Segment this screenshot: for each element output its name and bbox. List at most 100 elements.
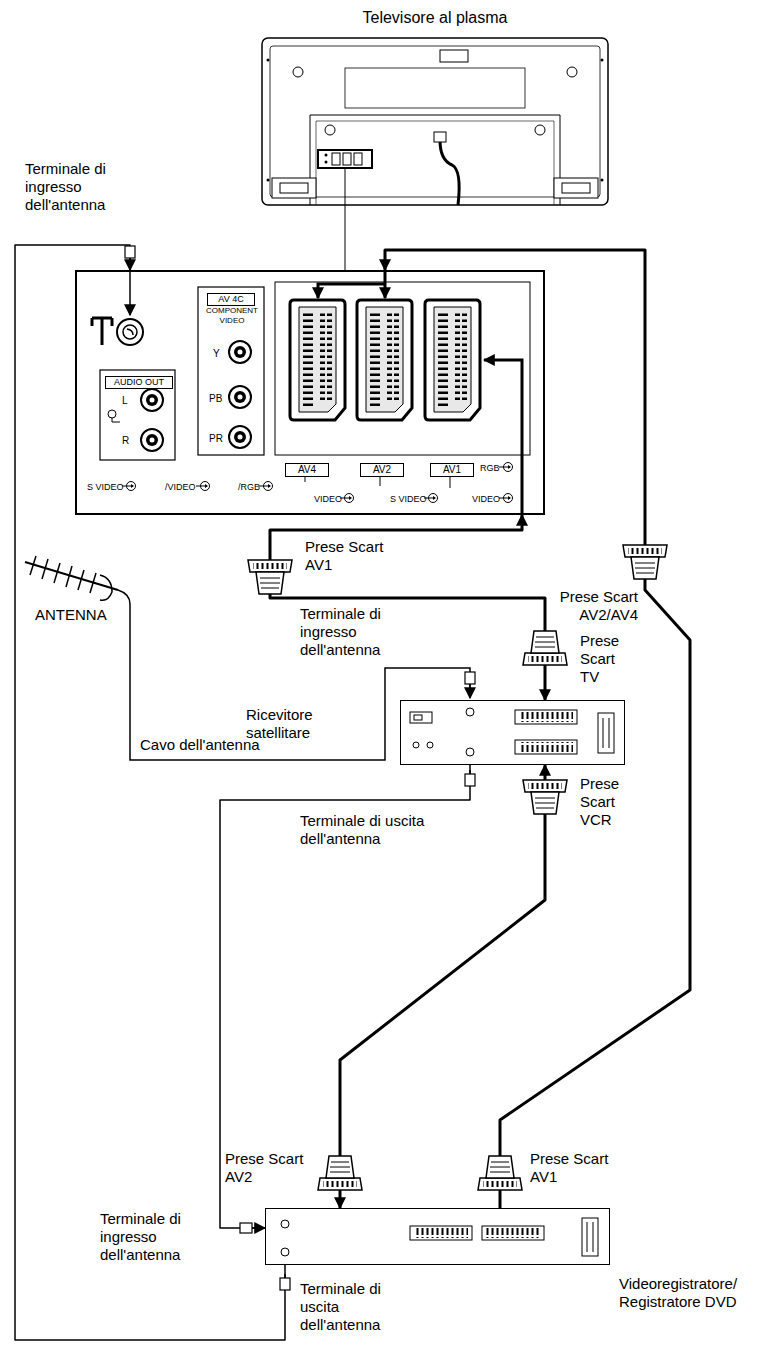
- drawing-part: [318, 150, 372, 168]
- terminal-label: R: [122, 435, 129, 447]
- drawing-part: [466, 748, 474, 756]
- drawing-part: [270, 46, 600, 197]
- callout-label: ANTENNA: [35, 606, 107, 624]
- drawing-part: [262, 38, 608, 205]
- drawing-part: [125, 246, 135, 262]
- drawing-part: [229, 341, 251, 363]
- terminal-label: /VIDEO: [165, 482, 196, 493]
- satellite-receiver-drawing: [400, 700, 625, 765]
- drawing-part: [345, 168, 346, 270]
- drawing-part: [427, 742, 433, 748]
- terminal-panel-detail: [92, 272, 530, 515]
- drawing-part: [484, 360, 522, 515]
- drawing-part: [122, 482, 136, 491]
- drawing-part: [198, 287, 264, 455]
- drawing-part: [248, 560, 292, 594]
- drawing-part: [280, 1274, 290, 1290]
- terminal-label: RGB: [480, 463, 500, 474]
- drawing-part: [465, 770, 475, 786]
- drawing-part: [601, 179, 604, 182]
- drawing-part: [354, 153, 362, 165]
- callout-label: Terminale di ingresso dell'antenna: [100, 1210, 200, 1264]
- drawing-part: [127, 329, 133, 335]
- scart-cable: [270, 515, 545, 700]
- drawing-part: [123, 325, 137, 339]
- drawing-part: [434, 132, 446, 142]
- drawing-part: [129, 272, 131, 315]
- drawing-part: [290, 300, 345, 420]
- terminal-label: PB: [209, 393, 222, 405]
- drawing-part: [196, 482, 210, 491]
- drawing-part: [623, 545, 667, 579]
- callout-label: Terminale di uscita dell'antenna: [300, 1280, 385, 1334]
- drawing-part: [499, 463, 513, 472]
- terminal-panel: AV 4CCOMPONENT VIDEOYPBPRAUDIO OUTLRAV4A…: [75, 270, 545, 515]
- drawing-part: [229, 386, 251, 408]
- drawing-part: [535, 125, 545, 135]
- terminal-label: COMPONENT VIDEO: [200, 306, 264, 325]
- callout-label: Prese Scart AV1: [530, 1150, 615, 1186]
- drawing-part: [281, 1248, 289, 1256]
- device-name: Videoregistratore/ Registratore DVD: [619, 1275, 779, 1311]
- drawing-part: [229, 426, 251, 448]
- video-recorder-drawing: [281, 1218, 598, 1256]
- callout-label: Terminale di uscita dell'antenna: [300, 812, 440, 848]
- drawing-part: [515, 740, 577, 754]
- drawing-part: [318, 284, 385, 298]
- drawing-part: [100, 575, 112, 600]
- drawing-part: [240, 1223, 256, 1233]
- callout-label: Prese Scart AV1: [305, 538, 390, 574]
- drawing-part: [400, 700, 625, 765]
- drawing-part: [343, 153, 351, 165]
- drawing-part: [582, 1218, 598, 1256]
- drawing-part: [325, 125, 335, 135]
- drawing-part: [259, 482, 273, 491]
- drawing-part: [523, 631, 567, 665]
- drawing-part: [117, 319, 143, 345]
- drawing-part: [410, 1226, 472, 1240]
- callout-label: Prese Scart VCR: [580, 775, 630, 829]
- terminal-label: AV1: [430, 463, 474, 477]
- video-recorder: Videoregistratore/ Registratore DVD: [265, 1208, 610, 1265]
- drawing-part: [267, 179, 270, 182]
- tv-rear-panel: Televisore al plasma: [262, 6, 608, 205]
- drawing-part: [440, 140, 459, 205]
- drawing-part: [325, 161, 328, 164]
- terminal-label: L: [122, 395, 128, 407]
- device-name: Ricevitore satellitare: [246, 706, 381, 742]
- drawing-part: [141, 429, 163, 451]
- drawing-part: [478, 1156, 522, 1190]
- drawing-part: [414, 1228, 468, 1238]
- drawing-part: [325, 154, 328, 157]
- callout-label: Prese Scart AV2/AV4: [548, 588, 638, 624]
- drawing-part: [486, 1228, 540, 1238]
- callout-label: Terminale di ingresso dell'antenna: [300, 605, 395, 659]
- drawing-part: [413, 742, 419, 748]
- terminal-label: VIDEO: [314, 494, 342, 505]
- drawing-part: [272, 178, 316, 198]
- callout-label: Prese Scart AV2: [225, 1150, 310, 1186]
- device-title: Televisore al plasma: [262, 8, 608, 27]
- drawing-part: [598, 713, 614, 753]
- terminal-label: AV 4C: [207, 293, 255, 306]
- drawing-part: [141, 389, 163, 411]
- drawing-part: [275, 282, 530, 455]
- drawing-part: [515, 710, 577, 724]
- drawing-part: [92, 318, 112, 345]
- drawing-part: [310, 115, 560, 205]
- drawing-part: [332, 153, 340, 165]
- terminal-label: AV4: [285, 463, 329, 477]
- drawing-part: [340, 494, 354, 503]
- drawing-part: [108, 410, 116, 418]
- satellite-receiver: Ricevitore satellitare: [400, 700, 625, 765]
- drawing-part: [414, 715, 422, 720]
- terminal-label: PR: [209, 433, 223, 445]
- drawing-part: [465, 672, 475, 688]
- drawing-part: [267, 59, 270, 62]
- drawing-part: [100, 370, 175, 460]
- terminal-label: /RGB: [238, 482, 260, 493]
